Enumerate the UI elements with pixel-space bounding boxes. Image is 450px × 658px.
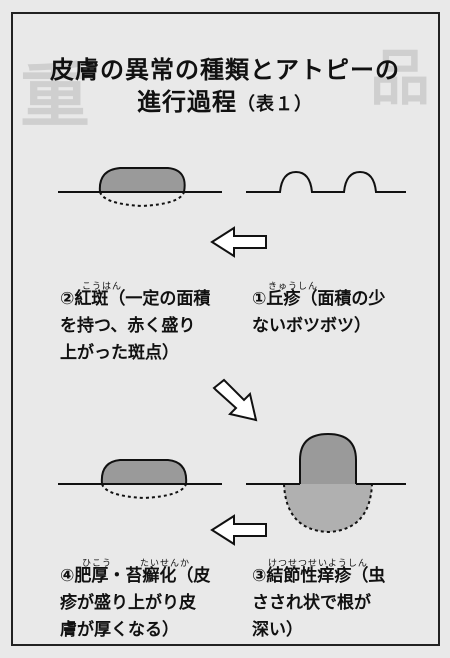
stage2-term: 紅斑 bbox=[74, 289, 109, 309]
papule-diagram bbox=[246, 170, 406, 193]
stage2-desc-2: を持つ、赤く盛り bbox=[60, 316, 196, 336]
stage3-caption: ③結節性痒疹（虫 さされ状で根が 深い） bbox=[252, 563, 385, 644]
arrow-left-top-icon bbox=[210, 226, 267, 258]
stage4-caption: ④肥厚・苔癬化（皮 疹が盛り上がり皮 膚が厚くなる） bbox=[60, 563, 210, 644]
stage3-desc-3: 深い） bbox=[252, 620, 303, 640]
prurigo-diagram bbox=[246, 432, 406, 534]
stage4-ruby-1: ひこう bbox=[82, 559, 113, 569]
lichenification-diagram bbox=[58, 459, 222, 500]
stage1-desc-1: （面積の少 bbox=[300, 289, 386, 309]
stage3-desc-2: さされ状で根が bbox=[252, 593, 371, 613]
stage3-term: 結節性痒疹 bbox=[266, 566, 352, 586]
table-number: （表１） bbox=[237, 94, 313, 115]
stage4-number: ④ bbox=[60, 566, 75, 586]
arrow-left-bottom-icon bbox=[210, 514, 267, 546]
stage1-desc-2: ないボツボツ） bbox=[252, 316, 371, 336]
stage2-number: ② bbox=[60, 289, 75, 309]
stage1-term: 丘疹 bbox=[266, 289, 301, 309]
stage2-desc-1: （一定の面積 bbox=[108, 289, 211, 309]
stage2-desc-3: 上がった斑点） bbox=[60, 343, 179, 363]
stage2-caption: ②紅斑（一定の面積 を持つ、赤く盛り 上がった斑点） bbox=[60, 286, 210, 367]
stage4-term: 肥厚・苔癬化 bbox=[74, 566, 177, 586]
arrow-diagonal-icon bbox=[212, 378, 258, 422]
erythema-diagram bbox=[58, 167, 222, 208]
figure-frame bbox=[11, 12, 440, 646]
stage3-ruby: けつせつせいようしん bbox=[268, 559, 368, 569]
stage1-number: ① bbox=[252, 289, 267, 309]
stage4-desc-2: 疹が盛り上がり皮 bbox=[60, 593, 196, 613]
figure-subtitle-text: 進行過程 bbox=[137, 88, 237, 116]
stage3-desc-1: （虫 bbox=[351, 566, 386, 586]
figure-subtitle: 進行過程（表１） bbox=[0, 82, 450, 117]
figure-title: 皮膚の異常の種類とアトピーの bbox=[50, 56, 400, 84]
stage2-ruby: こうはん bbox=[82, 282, 123, 292]
stage3-number: ③ bbox=[252, 566, 267, 586]
stage4-ruby-2: たいせんか bbox=[140, 559, 191, 569]
stage4-desc-3: 膚が厚くなる） bbox=[60, 620, 179, 640]
stage4-desc-1: （皮 bbox=[176, 566, 211, 586]
stage1-ruby: きゅうしん bbox=[268, 282, 319, 292]
stage1-caption: ①丘疹（面積の少 ないボツボツ） bbox=[252, 286, 385, 340]
